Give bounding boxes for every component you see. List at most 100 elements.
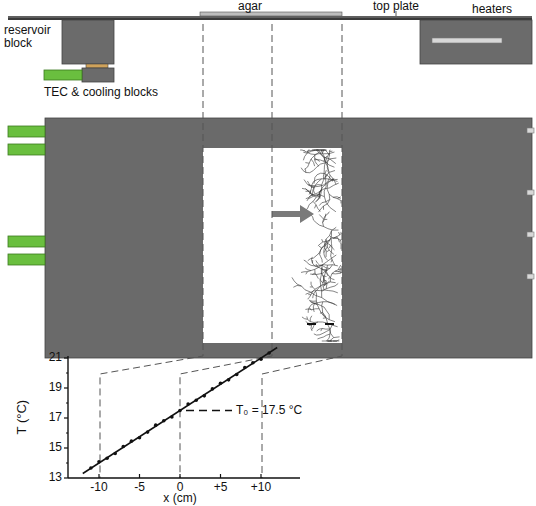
- colony-branch: [323, 176, 325, 181]
- data-point: [235, 373, 239, 377]
- colony-branch: [341, 246, 342, 249]
- colony-branch: [317, 173, 321, 175]
- colony-branch: [316, 297, 317, 301]
- colony-branch: [324, 307, 326, 311]
- colony-branch: [327, 338, 329, 341]
- colony-branch: [318, 209, 320, 212]
- colony-branch: [320, 265, 323, 267]
- colony-branch: [337, 235, 340, 237]
- colony-branch: [305, 191, 309, 192]
- heater-rod: [432, 38, 502, 43]
- axis-tick-label: +10: [251, 481, 271, 494]
- axis-tick-label: 17: [49, 411, 62, 424]
- colony-branch: [341, 268, 342, 270]
- colony-branch: [341, 243, 342, 245]
- colony-branch: [321, 160, 324, 161]
- data-point: [146, 430, 150, 434]
- axis-tick-label: 21: [49, 351, 62, 364]
- tick: [139, 474, 140, 478]
- axis-tick-label: 13: [49, 471, 62, 484]
- data-point: [178, 409, 182, 413]
- colony-branch: [306, 182, 308, 185]
- colony-branch: [302, 188, 306, 190]
- colony-branch: [312, 289, 314, 292]
- colony-branch: [306, 189, 310, 191]
- colony-branch: [306, 172, 310, 173]
- colony-branch: [311, 150, 316, 151]
- colony-branch: [329, 152, 334, 154]
- colony-branch: [335, 270, 338, 271]
- colony-branch: [341, 268, 342, 269]
- colony-branch: [331, 237, 337, 238]
- x-axis: [68, 477, 300, 478]
- colony-branch: [316, 273, 319, 275]
- colony-branch: [330, 325, 332, 329]
- colony-branch: [318, 184, 322, 185]
- colony-branch: [311, 302, 314, 304]
- colony-branch: [338, 270, 340, 271]
- colony-branch: [326, 265, 328, 269]
- colony-branch: [324, 216, 326, 219]
- colony-branch: [311, 194, 314, 196]
- colony-branch: [318, 244, 320, 246]
- colony-branch: [339, 232, 340, 235]
- colony-branch: [332, 341, 333, 342]
- colony-branch: [336, 340, 339, 341]
- colony-branch: [317, 164, 321, 167]
- colony-branch: [322, 150, 324, 151]
- colony-branch: [321, 206, 324, 209]
- colony-branch: [314, 178, 315, 181]
- colony-branch: [326, 267, 330, 269]
- colony-branch: [322, 181, 324, 185]
- colony-branch: [319, 185, 323, 186]
- colony-branch: [323, 280, 324, 283]
- colony-branch: [324, 273, 325, 276]
- colony-branch: [320, 195, 325, 197]
- colony-branch: [325, 258, 327, 260]
- cooling-pipe: [44, 70, 82, 80]
- colony-branch: [307, 181, 309, 184]
- colony-branch: [317, 198, 319, 201]
- colony-branch: [310, 316, 311, 319]
- colony-branch: [314, 193, 317, 194]
- colony-branch: [339, 265, 341, 267]
- colony-branch: [316, 264, 317, 266]
- colony-branch: [333, 230, 339, 231]
- colony-branch: [324, 315, 326, 317]
- colony-branch: [321, 269, 322, 273]
- colony-branch: [322, 341, 325, 342]
- colony-branch: [317, 288, 319, 291]
- colony-branch: [308, 319, 311, 321]
- colony-branch: [333, 197, 337, 198]
- colony-branch: [325, 158, 326, 162]
- data-point: [194, 399, 198, 403]
- colony-branch: [316, 294, 317, 297]
- colony-branch: [315, 175, 317, 178]
- part-label: TEC & cooling blocks: [44, 86, 158, 99]
- colony-branch: [337, 237, 339, 240]
- colony-branch: [321, 281, 323, 283]
- minor-tick: [66, 433, 68, 434]
- top-plate: [8, 16, 532, 20]
- colony-branch: [329, 320, 335, 322]
- annotation: T₀ = 17.5 °C: [236, 404, 302, 417]
- colony-branch: [311, 282, 312, 285]
- agar-layer: [200, 12, 342, 16]
- colony-branch: [321, 246, 324, 250]
- colony-branch: [324, 170, 325, 173]
- colony-branch: [330, 158, 336, 160]
- colony-branch: [329, 245, 331, 248]
- colony-branch: [321, 256, 322, 259]
- colony-branch: [312, 327, 313, 330]
- colony-branch: [294, 281, 297, 284]
- colony-branch: [322, 302, 323, 306]
- colony-branch: [315, 152, 319, 155]
- colony-branch: [323, 271, 326, 274]
- colony-branch: [320, 333, 323, 334]
- colony-branch: [323, 204, 327, 206]
- data-point: [89, 466, 93, 470]
- tec-connectors: [8, 126, 45, 265]
- colony-branch: [330, 338, 334, 341]
- colony-branch: [310, 258, 313, 260]
- colony-branch: [305, 169, 306, 172]
